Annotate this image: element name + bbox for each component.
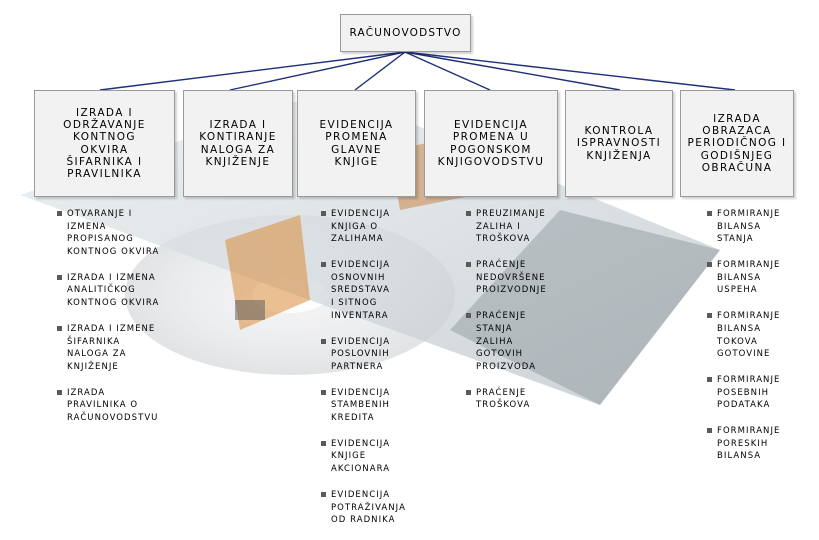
list-item: EVIDENCIJA STAMBENIH KREDITA xyxy=(321,387,406,425)
list-item-text: FORMIRANJE BILANSA USPEHA xyxy=(717,260,781,296)
list-item-text: PRAĆENJE TROŠKOVA xyxy=(476,387,531,411)
node-glavna-knjiga: EVIDENCIJA PROMENA GLAVNE KNJIGE xyxy=(297,90,416,197)
list-item: EVIDENCIJA KNJIGE AKCIONARA xyxy=(321,438,406,476)
list-glavna-knjiga: EVIDENCIJA KNJIGA O ZALIHAMA EVIDENCIJA … xyxy=(321,208,406,540)
node-label: IZRADA OBRAZACA PERIODIČNOG I GODIŠNJEG … xyxy=(687,112,787,174)
list-item: FORMIRANJE BILANSA TOKOVA GOTOVINE xyxy=(707,310,780,360)
bullet-icon xyxy=(466,211,471,216)
list-item-text: PRAĆENJE STANJA ZALIHA GOTOVIH PROIZVODA xyxy=(476,311,537,372)
list-item: IZRADA I IZMENA ANALITIČKOG KONTNOG OKVI… xyxy=(57,272,159,310)
bullet-icon xyxy=(707,428,712,434)
list-item: PRAĆENJE TROŠKOVA xyxy=(466,387,547,412)
list-item-text: EVIDENCIJA OSNOVNIH SREDSTAVA I SITNOG I… xyxy=(331,260,391,321)
bullet-icon xyxy=(466,389,471,395)
list-item: FORMIRANJE POSEBNIH PODATAKA xyxy=(707,374,780,412)
bullet-icon xyxy=(57,211,62,216)
list-item-text: FORMIRANJE BILANSA STANJA xyxy=(717,209,781,245)
node-label: EVIDENCIJA PROMENA U POGONSKOM KNJIGOVOD… xyxy=(437,118,545,168)
list-item-text: PREUZIMANJE ZALIHA I TROŠKOVA xyxy=(476,209,546,245)
bullet-icon xyxy=(321,389,326,395)
node-kontrola: KONTROLA ISPRAVNOSTI KNJIŽENJA xyxy=(565,90,673,197)
list-item: IZRADA I IZMENE ŠIFARNIKA NALOGA ZA KNJI… xyxy=(57,323,159,373)
list-item: FORMIRANJE BILANSA STANJA xyxy=(707,208,780,246)
list-item-text: EVIDENCIJA KNJIGA O ZALIHAMA xyxy=(331,209,391,245)
bullet-icon xyxy=(707,262,712,268)
list-item-text: OTVARANJE I IZMENA PROPISANOG KONTNOG OK… xyxy=(67,209,160,257)
list-item-text: EVIDENCIJA STAMBENIH KREDITA xyxy=(331,387,391,423)
bullet-icon xyxy=(707,313,712,319)
bullet-icon xyxy=(466,313,471,319)
bullet-icon xyxy=(321,440,326,446)
bullet-icon xyxy=(707,377,712,383)
list-item-text: PRAĆENJE NEDOVRŠENE PROIZVODNJE xyxy=(476,260,547,296)
list-item-text: IZRADA PRAVILNIKA O RAČUNOVODSTVU xyxy=(67,387,159,423)
list-item-text: FORMIRANJE POSEBNIH PODATAKA xyxy=(717,375,781,411)
list-item: PREUZIMANJE ZALIHA I TROŠKOVA xyxy=(466,208,547,246)
node-label: IZRADA I KONTIRANJE NALOGA ZA KNJIŽENJE xyxy=(199,118,277,168)
list-item-text: IZRADA I IZMENA ANALITIČKOG KONTNOG OKVI… xyxy=(67,272,160,308)
node-kontiranje: IZRADA I KONTIRANJE NALOGA ZA KNJIŽENJE xyxy=(183,90,293,197)
node-pogonsko-knjigovodstvo: EVIDENCIJA PROMENA U POGONSKOM KNJIGOVOD… xyxy=(424,90,558,197)
list-item: OTVARANJE I IZMENA PROPISANOG KONTNOG OK… xyxy=(57,208,159,258)
list-item: IZRADA PRAVILNIKA O RAČUNOVODSTVU xyxy=(57,387,159,425)
node-obracun: IZRADA OBRAZACA PERIODIČNOG I GODIŠNJEG … xyxy=(680,90,794,197)
list-item: PRAĆENJE NEDOVRŠENE PROIZVODNJE xyxy=(466,259,547,297)
node-label: EVIDENCIJA PROMENA GLAVNE KNJIGE xyxy=(319,118,394,168)
list-kontni-okvir: OTVARANJE I IZMENA PROPISANOG KONTNOG OK… xyxy=(57,208,159,438)
list-pogonsko-knjigovodstvo: PREUZIMANJE ZALIHA I TROŠKOVA PRAĆENJE N… xyxy=(466,208,547,425)
list-obracun: FORMIRANJE BILANSA STANJA FORMIRANJE BIL… xyxy=(707,208,780,476)
list-item: EVIDENCIJA KNJIGA O ZALIHAMA xyxy=(321,208,406,246)
list-item-text: FORMIRANJE BILANSA TOKOVA GOTOVINE xyxy=(717,311,781,360)
bullet-icon xyxy=(466,262,471,268)
bullet-icon xyxy=(321,262,326,268)
list-item: EVIDENCIJA OSNOVNIH SREDSTAVA I SITNOG I… xyxy=(321,259,406,322)
bullet-icon xyxy=(321,492,326,498)
node-kontni-okvir: IZRADA I ODRŽAVANJE KONTNOG OKVIRA ŠIFAR… xyxy=(34,90,175,197)
list-item: EVIDENCIJA POTRAŽIVANJA OD RADNIKA xyxy=(321,489,406,527)
list-item-text: EVIDENCIJA POTRAŽIVANJA OD RADNIKA xyxy=(331,490,406,526)
list-item-text: EVIDENCIJA KNJIGE AKCIONARA xyxy=(331,438,391,475)
list-item: FORMIRANJE PORESKIH BILANSA xyxy=(707,425,780,463)
bullet-icon xyxy=(57,325,62,331)
root-node: RAČUNOVODSTVO xyxy=(340,14,471,52)
node-label: IZRADA I ODRŽAVANJE KONTNOG OKVIRA ŠIFAR… xyxy=(63,106,146,181)
bullet-icon xyxy=(321,211,326,216)
list-item: PRAĆENJE STANJA ZALIHA GOTOVIH PROIZVODA xyxy=(466,310,547,373)
list-item: FORMIRANJE BILANSA USPEHA xyxy=(707,259,780,297)
bullet-icon xyxy=(321,338,326,344)
list-item: EVIDENCIJA POSLOVNIH PARTNERA xyxy=(321,336,406,374)
bullet-icon xyxy=(57,274,62,280)
bullet-icon xyxy=(707,211,712,216)
node-label: KONTROLA ISPRAVNOSTI KNJIŽENJA xyxy=(576,125,662,162)
list-item-text: EVIDENCIJA POSLOVNIH PARTNERA xyxy=(331,336,391,372)
root-label: RAČUNOVODSTVO xyxy=(349,26,462,39)
bullet-icon xyxy=(57,389,62,395)
list-item-text: IZRADA I IZMENE ŠIFARNIKA NALOGA ZA KNJI… xyxy=(67,323,156,372)
list-item-text: FORMIRANJE PORESKIH BILANSA xyxy=(717,426,781,462)
